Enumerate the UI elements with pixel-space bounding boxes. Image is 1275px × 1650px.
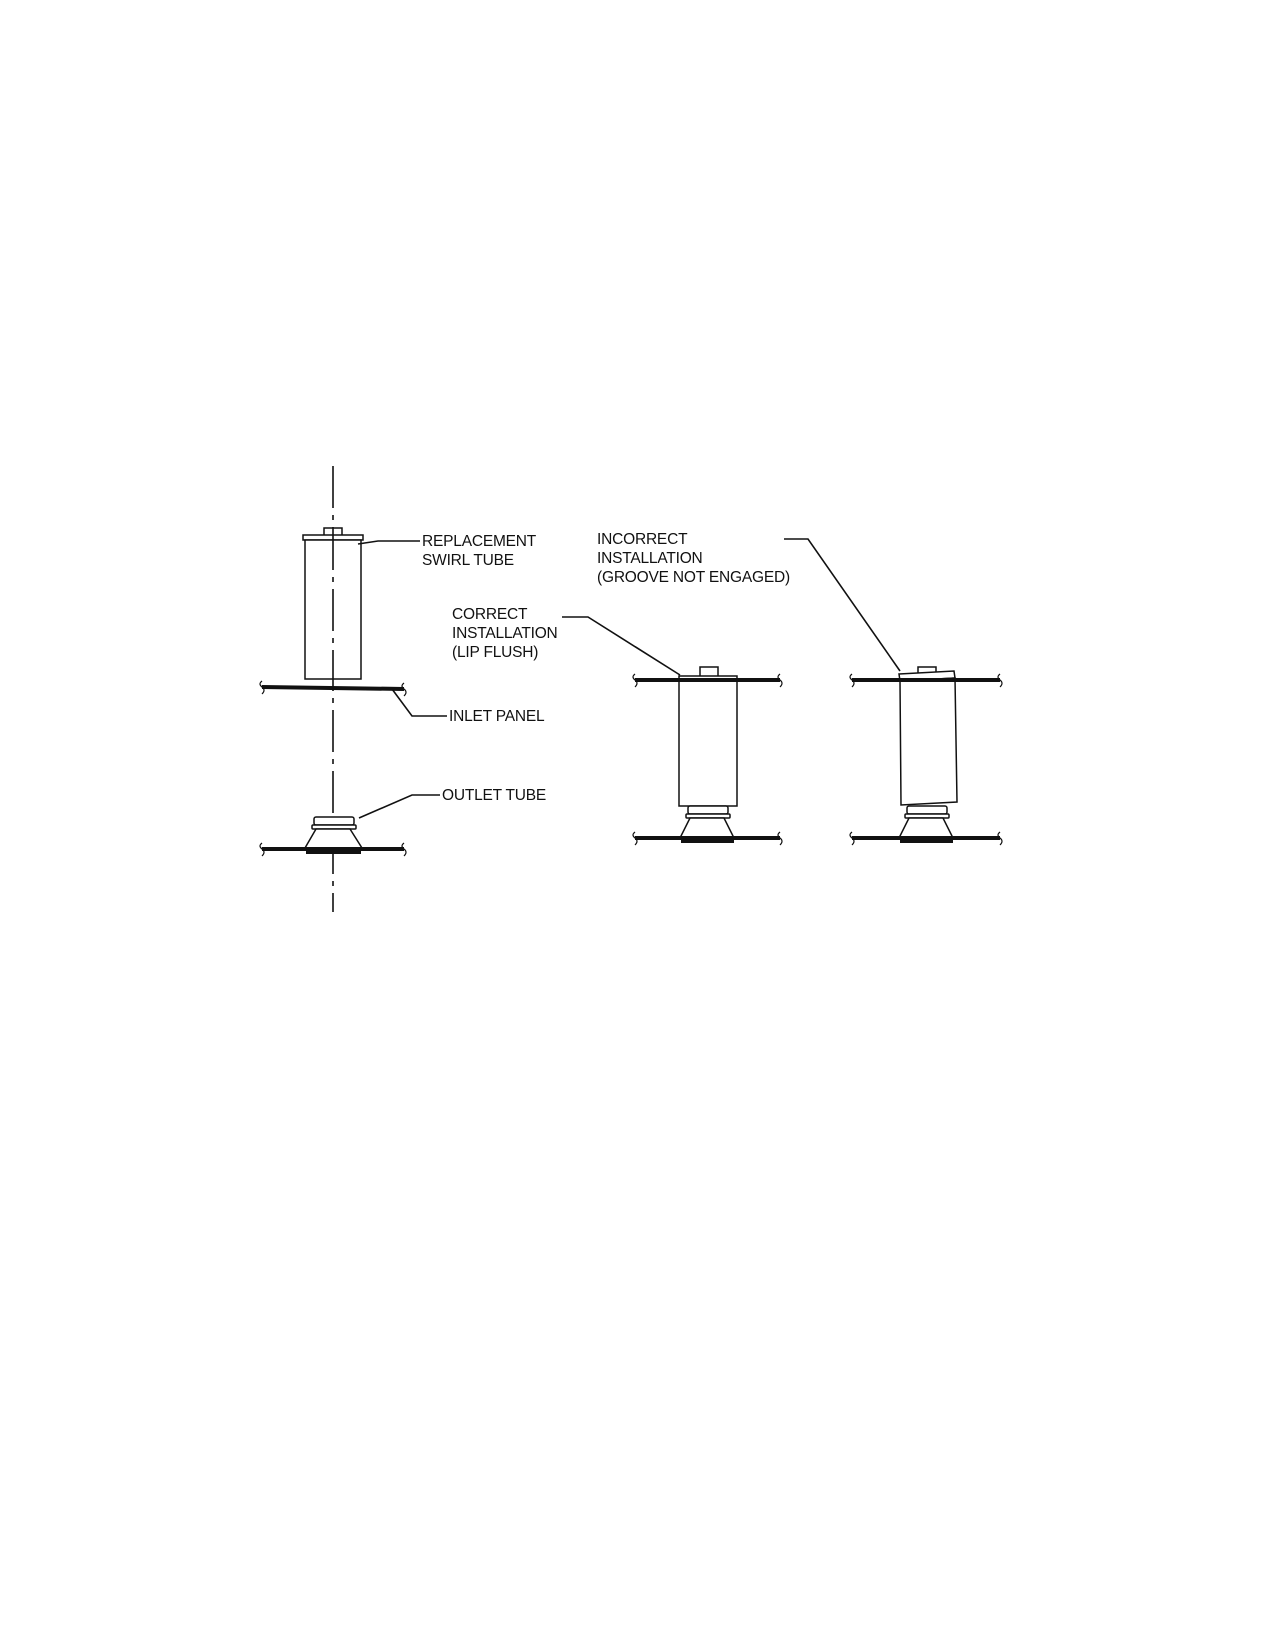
replacement-swirl-tube: [302, 527, 364, 680]
label-inlet-panel: INLET PANEL: [449, 708, 545, 725]
inlet-panel-left: [259, 680, 407, 697]
leader-inlet-panel: [391, 688, 447, 717]
label-replacement-swirl-tube: REPLACEMENT SWIRL TUBE: [422, 533, 540, 569]
correct-installation-view: [562, 616, 783, 846]
leader-replacement-swirl-tube: [357, 540, 420, 545]
label-outlet-tube: OUTLET TUBE: [442, 787, 546, 804]
exploded-view: [259, 466, 447, 912]
label-incorrect-installation: INCORRECT INSTALLATION (GROOVE NOT ENGAG…: [597, 531, 790, 586]
outlet-tube-left: [259, 816, 407, 857]
label-correct-installation: CORRECT INSTALLATION (LIP FLUSH): [452, 606, 562, 661]
leader-outlet-tube: [358, 794, 440, 819]
incorrect-installation-view: [784, 538, 1003, 846]
leader-incorrect-installation: [784, 538, 901, 672]
leader-correct-installation: [562, 616, 681, 676]
